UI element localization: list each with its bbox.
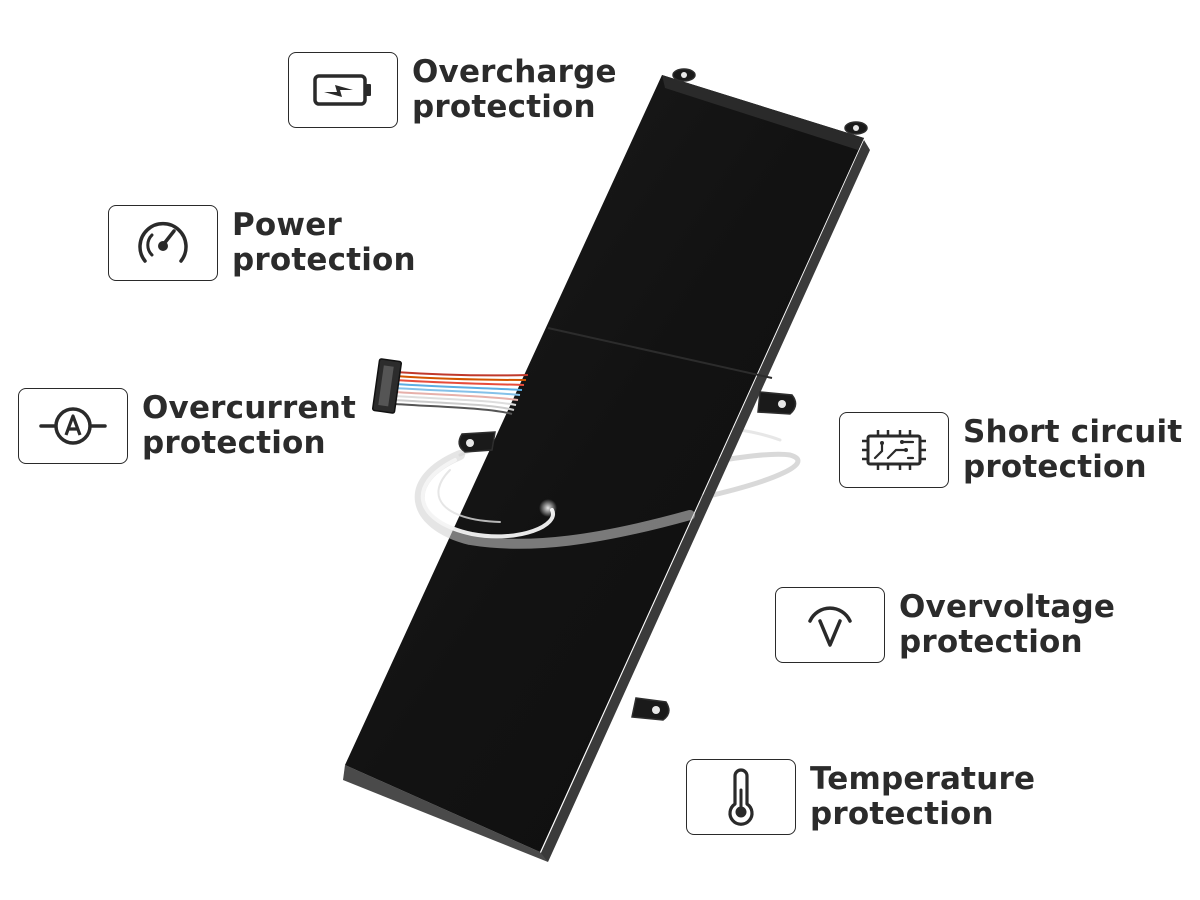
- battery-bolt-icon: [313, 74, 371, 106]
- feature-label: Power protection: [232, 208, 416, 278]
- gauge-icon: [138, 221, 188, 263]
- mounting-tab-mid-right: [757, 391, 797, 415]
- feature-overvoltage: Overvoltage protection: [775, 587, 1115, 663]
- feature-label: Overcharge protection: [412, 55, 617, 125]
- icon-box: [108, 205, 218, 281]
- voltmeter-icon: [808, 606, 852, 647]
- feature-subtitle: protection: [412, 89, 596, 125]
- feature-overcharge: Overcharge protection: [288, 52, 617, 128]
- feature-title: Overcurrent: [142, 390, 357, 426]
- icon-box: [839, 412, 949, 488]
- icon-box: [288, 52, 398, 128]
- feature-title: Overcharge: [412, 54, 617, 90]
- feature-subtitle: protection: [810, 796, 994, 832]
- energy-swirl-front: [414, 450, 695, 549]
- feature-overcurrent: Overcurrent protection: [18, 388, 356, 464]
- feature-label: Overvoltage protection: [899, 590, 1115, 660]
- feature-title: Short circuit: [963, 414, 1183, 450]
- feature-label: Temperature protection: [810, 762, 1035, 832]
- feature-subtitle: protection: [232, 242, 416, 278]
- battery-seam: [547, 327, 773, 379]
- feature-subtitle: protection: [142, 425, 326, 461]
- feature-title: Power: [232, 207, 342, 243]
- battery-connector-cable: [371, 358, 529, 415]
- feature-title: Temperature: [810, 761, 1036, 797]
- mounting-tabs: [458, 68, 868, 721]
- battery-bottom-edge: [343, 765, 548, 862]
- circuit-board-icon: [862, 430, 926, 470]
- feature-subtitle: protection: [899, 624, 1083, 660]
- battery-highlight: [662, 75, 864, 150]
- feature-subtitle: protection: [963, 449, 1147, 485]
- feature-label: Overcurrent protection: [142, 391, 356, 461]
- feature-title: Overvoltage: [899, 589, 1116, 625]
- icon-box: [18, 388, 128, 464]
- mounting-tab-top-left: [672, 68, 696, 82]
- feature-short-circuit: Short circuit protection: [839, 412, 1182, 488]
- icon-box: [775, 587, 885, 663]
- battery-body: [345, 75, 864, 852]
- feature-power: Power protection: [108, 205, 416, 281]
- battery-right-edge: [540, 140, 870, 862]
- thermometer-icon: [728, 768, 754, 826]
- mounting-tab-mid-left: [458, 431, 496, 453]
- mounting-tab-top-right: [844, 121, 868, 135]
- icon-box: [686, 759, 796, 835]
- ammeter-icon: [39, 407, 107, 445]
- feature-temperature: Temperature protection: [686, 759, 1035, 835]
- mounting-tab-low-right: [631, 697, 670, 721]
- feature-label: Short circuit protection: [963, 415, 1182, 485]
